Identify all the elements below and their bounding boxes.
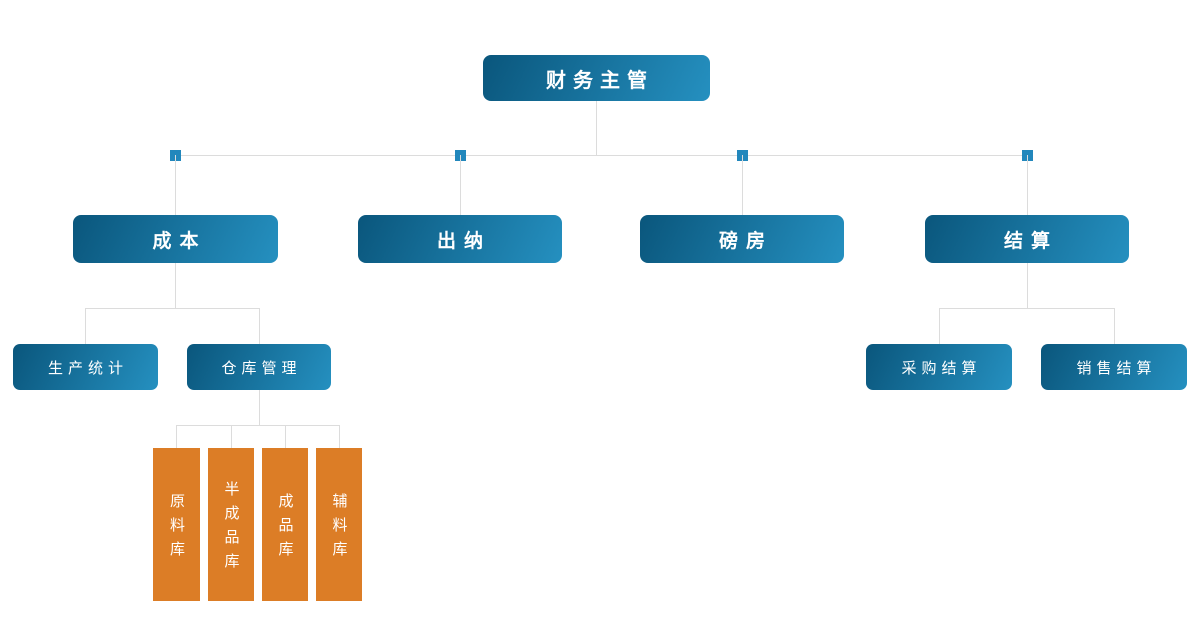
connector-line xyxy=(596,101,597,155)
connector-line xyxy=(85,308,86,344)
connector-line xyxy=(259,390,260,425)
connector-line xyxy=(176,425,177,448)
connector-line xyxy=(259,308,260,344)
org-node-auxiliary-material-warehouse: 辅料库 xyxy=(316,448,362,601)
org-node-finished-product-warehouse: 成品库 xyxy=(262,448,308,601)
connector-line xyxy=(460,155,461,215)
org-node-semi-finished-warehouse: 半成品库 xyxy=(208,448,254,601)
org-node-cashier: 出纳 xyxy=(358,215,562,263)
org-node-purchase-settlement: 采购结算 xyxy=(866,344,1012,390)
connector-line xyxy=(1027,263,1028,308)
org-node-settlement: 结算 xyxy=(925,215,1129,263)
connector-line xyxy=(231,425,232,448)
org-node-sales-settlement: 销售结算 xyxy=(1041,344,1187,390)
connector-line xyxy=(1114,308,1115,344)
org-node-cost: 成本 xyxy=(73,215,278,263)
connector-line xyxy=(339,425,340,448)
connector-line xyxy=(285,425,286,448)
connector-line xyxy=(939,308,1114,309)
connector-line xyxy=(85,308,259,309)
connector-line xyxy=(939,308,940,344)
connector-line xyxy=(742,155,743,215)
org-node-raw-material-warehouse: 原料库 xyxy=(153,448,200,601)
org-node-weighbridge: 磅房 xyxy=(640,215,844,263)
connector-line xyxy=(175,155,1027,156)
org-node-finance-director: 财务主管 xyxy=(483,55,710,101)
org-node-warehouse-management: 仓库管理 xyxy=(187,344,331,390)
connector-line xyxy=(175,155,176,215)
connector-line xyxy=(175,263,176,308)
connector-line xyxy=(176,425,340,426)
org-node-production-statistics: 生产统计 xyxy=(13,344,158,390)
connector-line xyxy=(1027,155,1028,215)
